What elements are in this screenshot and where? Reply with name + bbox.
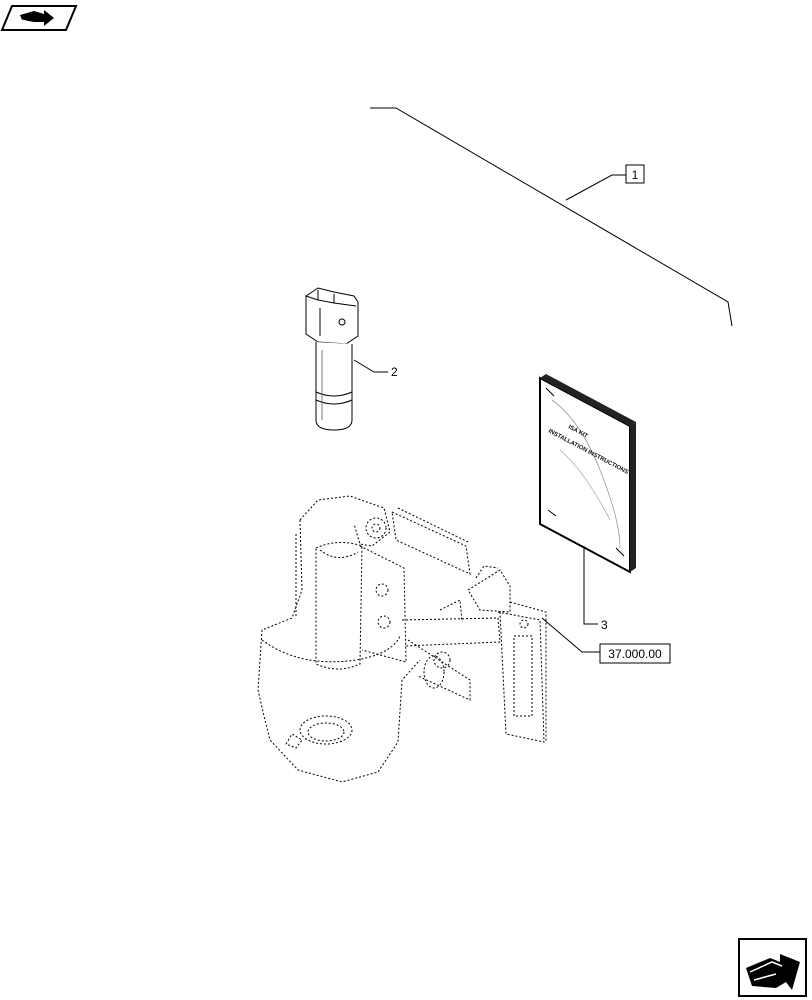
callout-1-label: 1 [632, 168, 639, 182]
hitch-assembly-reference [257, 495, 547, 783]
previous-page-icon[interactable] [0, 5, 78, 31]
reference-label: 37.000.00 [608, 647, 662, 661]
pin-part[interactable] [305, 287, 359, 431]
callout-1[interactable]: 1 [625, 164, 645, 184]
callout-2-leader [353, 359, 388, 373]
reference-box[interactable]: 37.000.00 [599, 643, 671, 664]
next-page-icon[interactable] [738, 938, 807, 997]
kit-bracket [370, 107, 733, 327]
manual-part[interactable]: ISA KIT INSTALLATION INSTRUCTIONS [539, 374, 636, 574]
reference-leader [541, 617, 600, 653]
callout-3-leader [583, 546, 598, 625]
callout-3-label[interactable]: 3 [601, 618, 608, 632]
callout-2-label[interactable]: 2 [391, 365, 398, 379]
